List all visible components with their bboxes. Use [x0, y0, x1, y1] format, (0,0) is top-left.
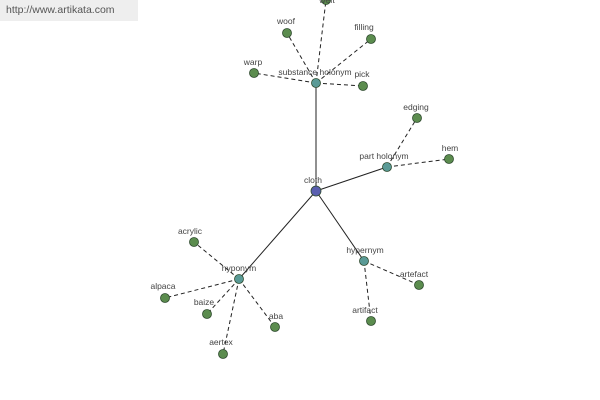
node-label-weft[interactable]: weft: [318, 0, 335, 5]
node-aertex[interactable]: [218, 349, 228, 359]
node-layer: [160, 0, 454, 359]
edge-substance-holonym-to-pick: [315, 82, 364, 87]
node-label-filling[interactable]: filling: [354, 22, 374, 32]
node-label-pick[interactable]: pick: [354, 69, 370, 79]
node-label-acrylic[interactable]: acrylic: [178, 226, 203, 236]
node-label-edging[interactable]: edging: [403, 102, 429, 112]
node-label-cloth[interactable]: cloth: [304, 175, 322, 185]
edge-hypernym-to-artifact: [363, 260, 372, 322]
edge-hyponym-to-baize: [206, 278, 240, 315]
node-label-part-holonym[interactable]: part holonym: [359, 151, 408, 161]
edge-hyponym-to-alpaca: [164, 278, 240, 299]
node-hem[interactable]: [444, 154, 454, 164]
node-acrylic[interactable]: [189, 237, 199, 247]
node-label-warp[interactable]: warp: [243, 57, 263, 67]
node-artefact[interactable]: [414, 280, 424, 290]
node-cloth[interactable]: [310, 185, 322, 197]
node-label-aba[interactable]: aba: [269, 311, 283, 321]
edge-layer: [164, 0, 450, 355]
node-artifact[interactable]: [366, 316, 376, 326]
node-filling[interactable]: [366, 34, 376, 44]
edge-hyponym-to-acrylic: [193, 241, 240, 280]
node-edging[interactable]: [412, 113, 422, 123]
node-baize[interactable]: [202, 309, 212, 319]
site-url-banner[interactable]: http://www.artikata.com: [0, 0, 138, 21]
edge-hypernym-to-artefact: [363, 260, 420, 286]
edge-part-holonym-to-edging: [386, 117, 418, 168]
node-label-substance-holonym[interactable]: substance holonym: [278, 67, 351, 77]
edge-cloth-to-part-holonym: [315, 166, 388, 192]
node-label-hem[interactable]: hem: [442, 143, 459, 153]
edge-hyponym-to-aertex: [222, 278, 240, 355]
node-alpaca[interactable]: [160, 293, 170, 303]
edge-cloth-to-hypernym: [315, 190, 365, 262]
node-label-hypernym[interactable]: hypernym: [346, 245, 383, 255]
node-aba[interactable]: [270, 322, 280, 332]
node-label-artifact[interactable]: artifact: [352, 305, 378, 315]
node-label-alpaca[interactable]: alpaca: [150, 281, 175, 291]
node-hyponym[interactable]: [234, 274, 244, 284]
edge-cloth-to-hyponym: [238, 190, 317, 280]
label-layer: cloth substance holonym part holonym hypern…: [150, 0, 458, 347]
node-warp[interactable]: [249, 68, 259, 78]
node-label-baize[interactable]: baize: [194, 297, 215, 307]
node-label-hyponym[interactable]: hyponym: [222, 263, 257, 273]
edge-part-holonym-to-hem: [386, 158, 450, 168]
edge-substance-holonym-to-woof: [286, 32, 317, 84]
node-weft[interactable]: [321, 0, 331, 5]
edge-hyponym-to-aba: [238, 278, 276, 328]
node-substance-holonym[interactable]: [311, 78, 321, 88]
node-label-artefact[interactable]: artefact: [400, 269, 429, 279]
node-woof[interactable]: [282, 28, 292, 38]
edge-substance-holonym-to-warp: [253, 72, 317, 84]
node-label-aertex[interactable]: aertex: [209, 337, 233, 347]
node-label-woof[interactable]: woof: [276, 16, 296, 26]
node-hypernym[interactable]: [359, 256, 369, 266]
node-pick[interactable]: [358, 81, 368, 91]
edge-substance-holonym-to-filling: [315, 38, 372, 84]
node-part-holonym[interactable]: [382, 162, 392, 172]
